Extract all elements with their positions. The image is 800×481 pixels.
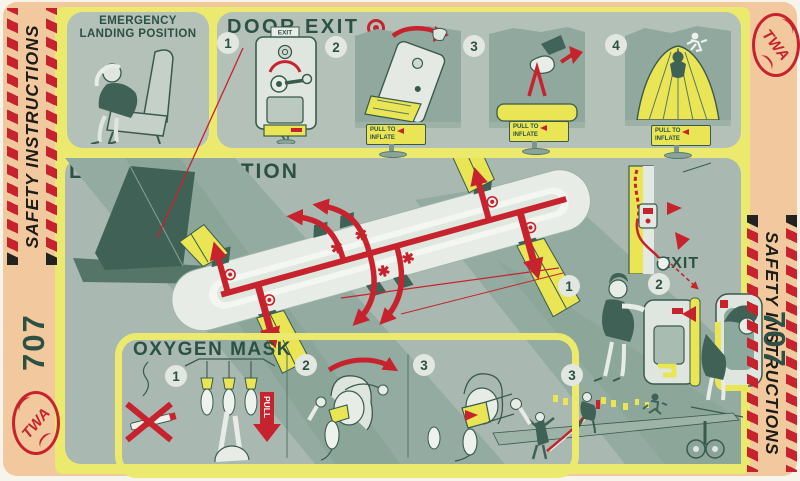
safety-banner-left: SAFETY INSTRUCTIONS bbox=[7, 8, 57, 265]
door-step-2-number: 2 bbox=[325, 36, 347, 58]
oxygen-step-2-number: 2 bbox=[295, 354, 317, 376]
model-number-left: 707 bbox=[16, 313, 51, 371]
pull-to-inflate-sign: PULL TO INFLATE bbox=[651, 125, 711, 159]
oxygen-masks-icon bbox=[200, 361, 258, 416]
model-number-right: 707 bbox=[757, 311, 792, 369]
door-step-4-number: 4 bbox=[605, 34, 627, 56]
safety-card: SAFETY INSTRUCTIONS 707 TWA SAFETY INSTR… bbox=[3, 2, 800, 478]
pull-arrow-icon bbox=[397, 127, 405, 134]
pull-arrow-icon bbox=[682, 128, 690, 135]
oxygen-mask-outline bbox=[115, 333, 579, 478]
oxygen-step-1-number: 1 bbox=[165, 365, 187, 387]
svg-text:✱: ✱ bbox=[353, 226, 370, 246]
step-divider bbox=[286, 354, 288, 458]
bottom-yellow-strip bbox=[65, 464, 741, 474]
oxygen-step-3-number: 3 bbox=[413, 354, 435, 376]
window-exit-steps-illustration bbox=[593, 273, 763, 401]
oxygen-step1-illustration: PULL bbox=[125, 358, 281, 462]
svg-text:✱: ✱ bbox=[400, 249, 417, 269]
pull-arrow-icon: PULL bbox=[253, 392, 281, 442]
escape-rope-detail-illustration bbox=[628, 162, 711, 274]
hazard-stripes-icon bbox=[7, 8, 18, 265]
svg-text:✱: ✱ bbox=[329, 239, 346, 259]
brace-position-illustration bbox=[90, 49, 174, 144]
twa-logo-left: TWA bbox=[12, 391, 60, 455]
door-step-3-number: 3 bbox=[463, 35, 485, 57]
no-smoking-icon bbox=[125, 401, 173, 443]
exit-sign-label: EXIT bbox=[278, 30, 292, 37]
door-exit-marker-icon bbox=[224, 196, 537, 306]
oxygen-step2-illustration bbox=[307, 356, 399, 461]
emergency-landing-title: EMERGENCY LANDING POSITION bbox=[79, 15, 197, 40]
door-exit-step4-illustration bbox=[625, 26, 731, 126]
door-step-1-number: 1 bbox=[217, 32, 239, 54]
step-divider bbox=[407, 354, 409, 458]
twa-logo-right: TWA bbox=[752, 13, 800, 77]
window-step-2-number: 2 bbox=[648, 273, 670, 295]
safety-banner-left-label: SAFETY INSTRUCTIONS bbox=[22, 24, 42, 249]
window-step-1-number: 1 bbox=[558, 275, 580, 297]
pull-to-inflate-sign: PULL TO INFLATE bbox=[366, 124, 426, 158]
pull-to-inflate-sign: PULL TO INFLATE bbox=[509, 121, 569, 155]
svg-text:PULL: PULL bbox=[262, 396, 272, 418]
oxygen-mask-title: OXYGEN MASK bbox=[133, 339, 293, 360]
door-exit-step1-illustration: EXIT bbox=[255, 26, 317, 144]
oxygen-step3-illustration bbox=[427, 373, 532, 462]
door-exit-step2-illustration bbox=[355, 26, 461, 128]
hazard-stripes-icon bbox=[46, 8, 57, 265]
pull-arrow-icon bbox=[540, 124, 548, 131]
jumping-figure-icon bbox=[686, 32, 708, 53]
window-step-3-number: 3 bbox=[561, 364, 583, 386]
